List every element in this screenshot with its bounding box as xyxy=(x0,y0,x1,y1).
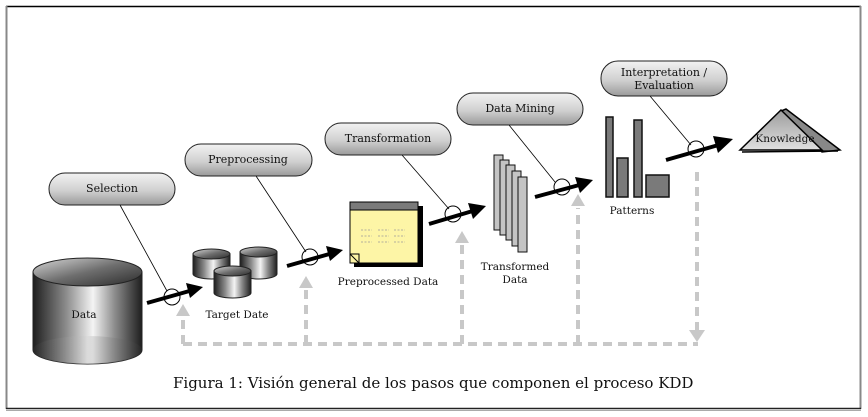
step-preprocessing-label: Preprocessing xyxy=(208,153,288,166)
feedback-loop xyxy=(181,172,699,346)
feedback-arrowhead-transformation xyxy=(455,231,469,243)
data-cylinder: Data xyxy=(32,257,143,365)
target-data-label: Target Date xyxy=(205,309,268,321)
transformed-data-label-line1: Transformed xyxy=(481,261,550,273)
preprocessed-data-label: Preprocessed Data xyxy=(338,276,439,288)
step-data-mining: Data Mining xyxy=(456,92,584,126)
target-data-cylinders: Target Date xyxy=(192,246,278,321)
figure-caption: Figura 1: Visión general de los pasos qu… xyxy=(173,374,693,392)
step-circles xyxy=(163,140,705,306)
feedback-arrowhead-data-mining xyxy=(571,194,585,206)
step-data-mining-label: Data Mining xyxy=(485,102,554,115)
arrow-transformation xyxy=(428,208,477,226)
knowledge-label: Knowledge xyxy=(755,133,814,145)
feedback-arrowhead-selection xyxy=(176,304,190,316)
step-preprocessing: Preprocessing xyxy=(184,143,313,177)
arrow-selection xyxy=(146,288,194,305)
target-cylinder-front xyxy=(213,265,252,299)
step-interpretation-label-line2: Evaluation xyxy=(634,79,694,92)
arrow-preprocessing xyxy=(286,251,334,268)
transformed-data-slabs xyxy=(493,154,528,253)
step-selection: Selection xyxy=(48,172,176,206)
arrow-data-mining xyxy=(534,182,584,199)
arrow-interpretation xyxy=(665,142,723,162)
target-cylinder-back-left xyxy=(192,248,231,280)
patterns-bars xyxy=(605,116,670,198)
step-selection-label: Selection xyxy=(86,182,138,195)
data-label: Data xyxy=(71,309,96,321)
step-transformation-label: Transformation xyxy=(345,132,431,145)
step-transformation: Transformation xyxy=(324,122,452,156)
step-interpretation-evaluation: Interpretation / Evaluation xyxy=(600,60,728,97)
transformed-data-label-line2: Data xyxy=(502,274,527,286)
feedback-arrowhead-preprocessing xyxy=(299,276,313,288)
feedback-arrowhead-interpretation xyxy=(689,330,705,342)
step-connectors xyxy=(119,95,692,292)
patterns-label: Patterns xyxy=(610,205,655,217)
process-arrows xyxy=(146,136,733,305)
knowledge-pyramid: Knowledge xyxy=(738,108,842,153)
step-interpretation-label-line1: Interpretation / xyxy=(621,66,708,79)
preprocessed-document: Preprocessed Data xyxy=(338,201,439,288)
